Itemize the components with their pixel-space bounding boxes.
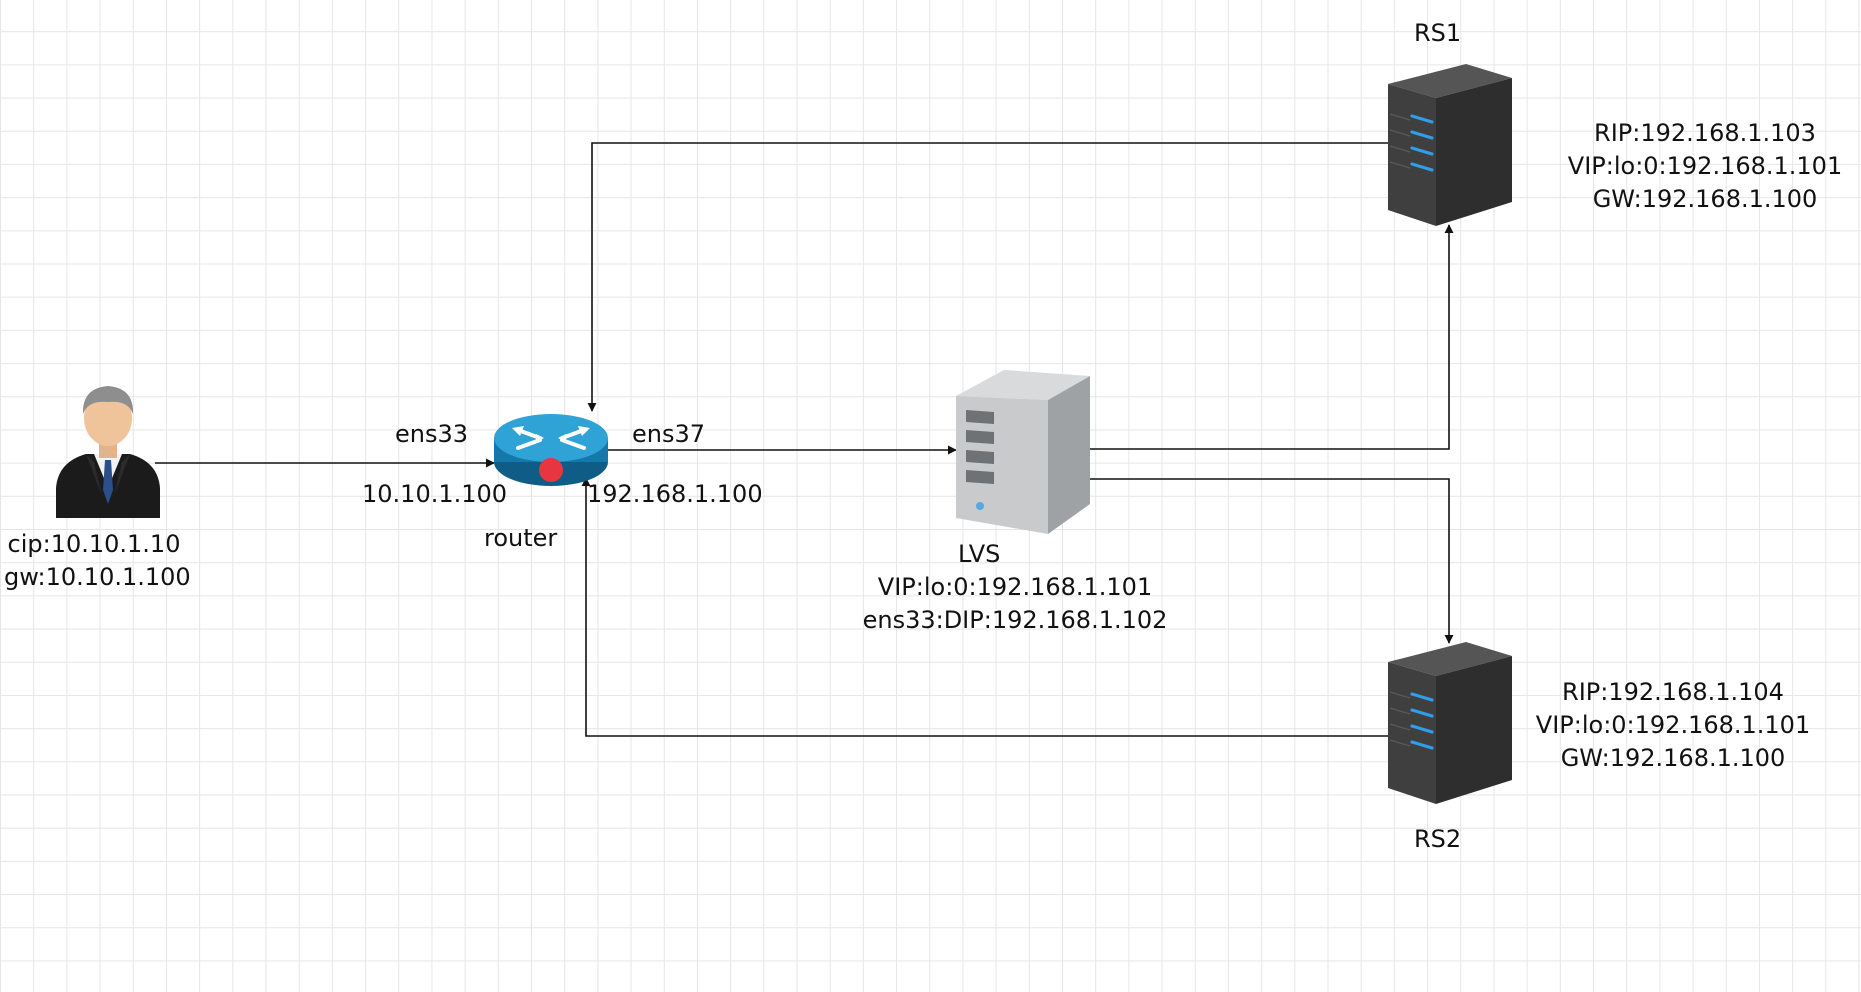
lvs-dip: ens33:DIP:192.168.1.102 bbox=[862, 606, 1168, 634]
rs2-name: RS2 bbox=[1414, 825, 1462, 853]
rs1-info: RIP:192.168.1.103 VIP:lo:0:192.168.1.101… bbox=[1560, 117, 1850, 216]
rs2-vip: VIP:lo:0:192.168.1.101 bbox=[1535, 711, 1811, 739]
lvs-label: LVS VIP:lo:0:192.168.1.101 ens33:DIP:192… bbox=[855, 538, 1175, 637]
router-name: router bbox=[484, 524, 558, 552]
router-left-ip: 10.10.1.100 bbox=[362, 480, 508, 508]
link-rs2-router bbox=[581, 477, 1388, 737]
router-right-ip: 192.168.1.100 bbox=[587, 480, 763, 508]
link-rs1-router bbox=[587, 142, 1388, 412]
server-rack-icon bbox=[1388, 642, 1512, 804]
user-icon bbox=[56, 386, 160, 518]
client-label: cip:10.10.1.10 gw:10.10.1.100 bbox=[4, 528, 191, 594]
link-lvs-rs2 bbox=[1088, 478, 1454, 644]
link-lvs-rs1 bbox=[1088, 224, 1454, 450]
rs2-info: RIP:192.168.1.104 VIP:lo:0:192.168.1.101… bbox=[1528, 676, 1818, 775]
rs1-vip: VIP:lo:0:192.168.1.101 bbox=[1567, 152, 1843, 180]
rs1-name: RS1 bbox=[1414, 19, 1462, 47]
router-icon bbox=[494, 414, 608, 486]
server-tower-icon bbox=[956, 370, 1090, 534]
router-left-port: ens33 bbox=[395, 420, 469, 448]
lvs-name: LVS bbox=[958, 540, 1001, 568]
router-right-port: ens37 bbox=[632, 420, 706, 448]
rs2-gw: GW:192.168.1.100 bbox=[1560, 744, 1786, 772]
server-rack-icon bbox=[1388, 64, 1512, 226]
rs2-rip: RIP:192.168.1.104 bbox=[1562, 678, 1784, 706]
rs1-gw: GW:192.168.1.100 bbox=[1592, 185, 1818, 213]
client-gw: gw:10.10.1.100 bbox=[4, 563, 191, 591]
rs1-rip: RIP:192.168.1.103 bbox=[1594, 119, 1816, 147]
client-cip: cip:10.10.1.10 bbox=[7, 530, 181, 558]
lvs-vip: VIP:lo:0:192.168.1.101 bbox=[877, 573, 1153, 601]
